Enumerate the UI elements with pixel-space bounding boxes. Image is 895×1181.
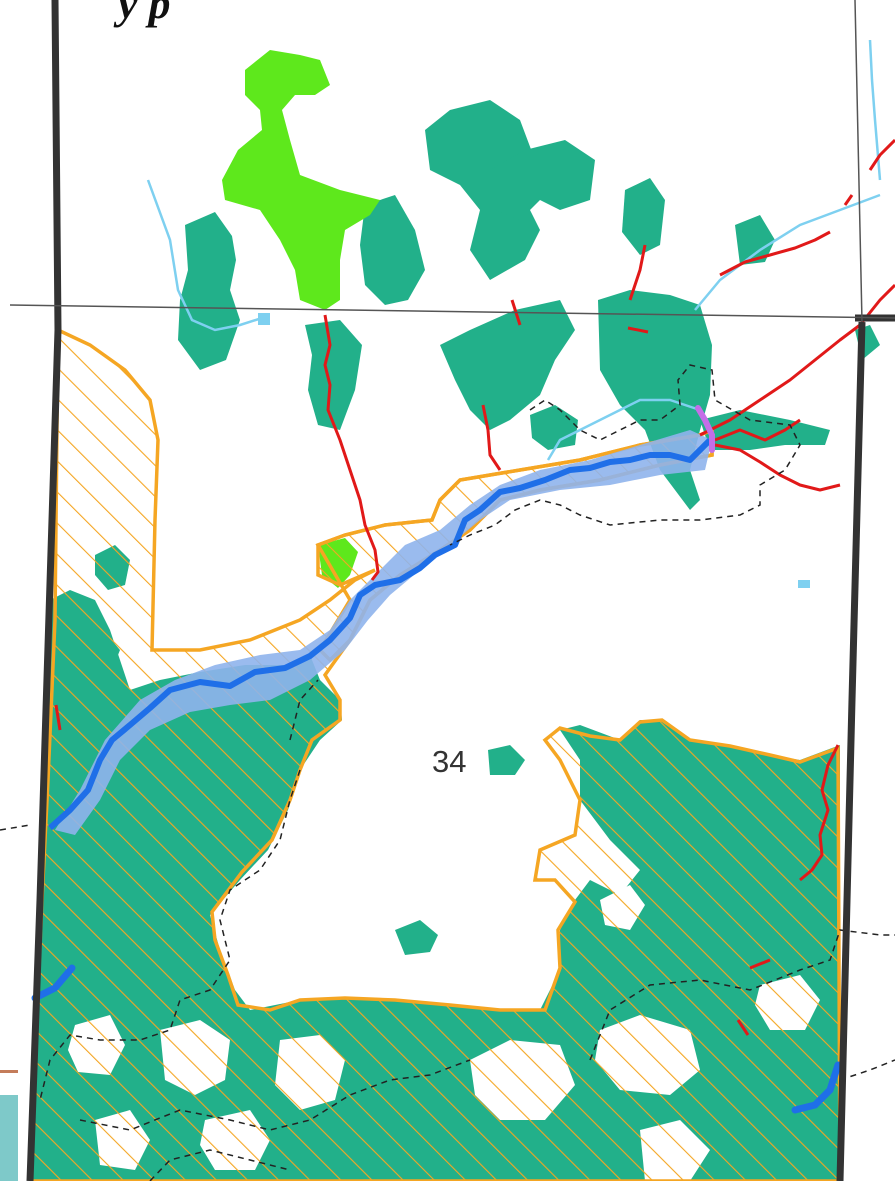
margin-strip: [0, 1095, 18, 1181]
trails-dashed: [0, 364, 895, 1181]
river-buffer: [55, 430, 712, 835]
section-lines: [9, 0, 895, 1181]
wetland-light-north: [222, 50, 380, 588]
margin-strip-brown: [0, 1070, 18, 1073]
waterway-light: [146, 39, 882, 461]
small-pond-east: [798, 580, 810, 588]
small-pond: [258, 313, 270, 325]
map-title-fragment: y p: [118, 0, 171, 28]
purple-feature: [695, 405, 715, 453]
river-segments-edge: [31, 964, 842, 1114]
section-number-label: 34: [432, 744, 467, 779]
river-main: [47, 437, 713, 831]
